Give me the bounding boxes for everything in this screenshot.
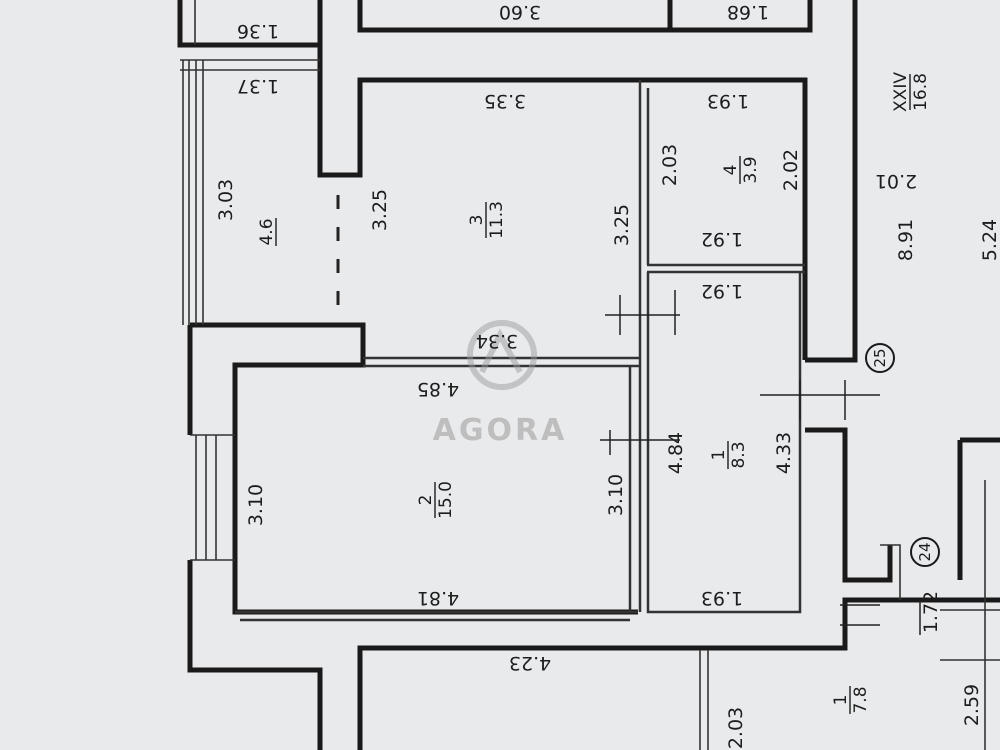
dim-room4-bottom: 1.92 (701, 228, 743, 250)
svg-text:3.9: 3.9 (741, 156, 761, 183)
dim-bottom-left: 2.03 (725, 707, 747, 749)
room-4-label: 4 3.9 (721, 156, 761, 184)
svg-text:4.6: 4.6 (257, 218, 277, 245)
svg-text:7.8: 7.8 (851, 686, 871, 713)
partitions (235, 80, 805, 622)
dim-room4-top: 1.93 (707, 90, 749, 112)
room-2-label: 2 15.0 (416, 481, 456, 519)
dim-room1-top: 1.92 (701, 280, 743, 302)
dim-balcony-top: 1.37 (237, 75, 279, 97)
svg-text:8.3: 8.3 (729, 441, 749, 468)
dim-room3-top: 3.35 (484, 90, 526, 112)
dim-room1-right: 4.33 (773, 432, 795, 474)
dim-room2-bottom: 4.81 (417, 587, 459, 609)
dim-room2-top: 4.85 (417, 378, 459, 400)
dim-room1-bottom: 1.93 (701, 587, 743, 609)
agora-logo-mark (479, 328, 523, 374)
svg-text:16.8: 16.8 (911, 73, 931, 111)
svg-text:25: 25 (871, 348, 889, 367)
dim-room4-right: 2.02 (780, 149, 802, 191)
svg-text:4: 4 (721, 165, 741, 176)
svg-text:1: 1 (709, 450, 729, 461)
windows (180, 0, 1000, 750)
dim-corridor-small: 1.72 (920, 591, 942, 633)
dim-top-left: 1.36 (237, 20, 279, 42)
dimension-labels-vertical: 3.03 3.25 3.25 2.03 2.02 3.10 3.10 4.84 … (215, 144, 1000, 749)
dim-room3-right: 3.25 (611, 204, 633, 246)
dim-room4-left: 2.03 (659, 144, 681, 186)
svg-text:24: 24 (916, 542, 934, 561)
dim-room2-right: 3.10 (605, 474, 627, 516)
agora-watermark: AGORA (433, 320, 568, 448)
agora-logo-icon (467, 320, 537, 390)
dim-right-d: 2.59 (961, 684, 983, 726)
dimension-labels-inverted: 1.36 3.60 1.68 1.37 3.35 1.93 1.92 1.92 … (237, 1, 917, 674)
svg-text:XXIV: XXIV (891, 72, 911, 112)
dim-top-right: 1.68 (727, 1, 769, 23)
dim-room1-left: 4.84 (665, 432, 687, 474)
svg-text:15.0: 15.0 (436, 481, 456, 519)
dim-bottom-width: 4.23 (509, 652, 551, 674)
room-3-label: 3 11.3 (467, 201, 507, 239)
door-marks (600, 290, 921, 635)
dim-right-c: 5.24 (979, 219, 1000, 261)
balcony-area-label: 4.6 (257, 218, 277, 246)
svg-text:1: 1 (831, 695, 851, 706)
dim-balcony-inner: 3.25 (369, 189, 391, 231)
svg-text:AGORA: AGORA (433, 413, 568, 448)
room-xxiv-label: XXIV 16.8 (891, 72, 931, 112)
dim-room2-left: 3.10 (245, 484, 267, 526)
dim-balcony-len: 3.03 (215, 179, 237, 221)
axis-marker-24: 24 (910, 537, 940, 567)
dim-top-mid: 3.60 (499, 1, 541, 23)
svg-text:3: 3 (467, 215, 487, 226)
axis-marker-25: 25 (865, 343, 895, 373)
svg-text:2: 2 (416, 495, 436, 506)
walls (177, 0, 1000, 750)
room-7-8-label: 1 7.8 (831, 686, 871, 714)
room-1-label: 1 8.3 (709, 441, 749, 469)
dim-room3-bottom: 3.34 (476, 330, 518, 352)
dim-right-a: 2.01 (875, 170, 917, 192)
dim-right-b: 8.91 (895, 219, 917, 261)
svg-text:11.3: 11.3 (487, 201, 507, 239)
